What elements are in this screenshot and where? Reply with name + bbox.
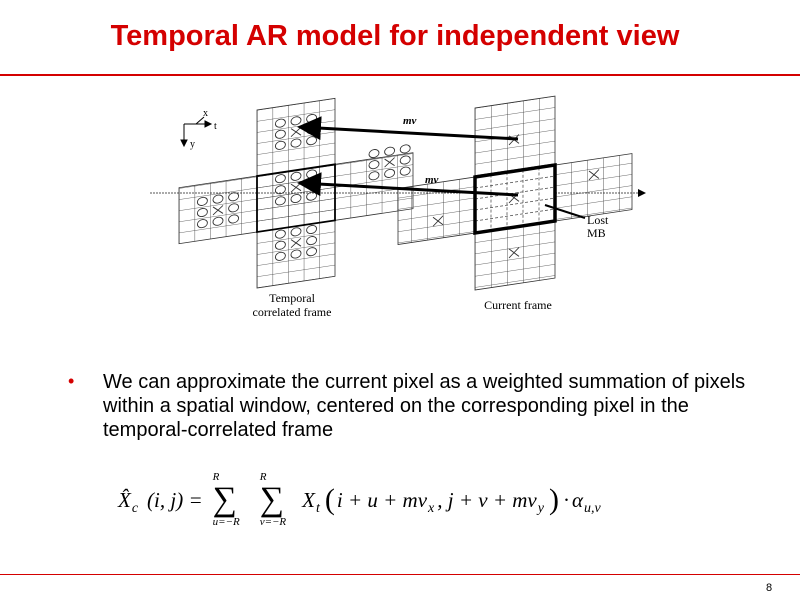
axis-x-label: x (203, 108, 208, 119)
formula-lhs: X̂ (118, 487, 131, 512)
center-pixel-x-mark (384, 157, 395, 168)
window-pixel-circle (290, 193, 302, 204)
sum2-sigma: ∑ (259, 481, 284, 518)
current-frame-label: Current frame (484, 298, 552, 312)
window-pixel-circle (306, 247, 318, 257)
center-pixel-x-mark (290, 237, 302, 248)
lost-mb-label-line2: MB (587, 226, 606, 240)
formula-weight-sub: u,v (584, 501, 601, 516)
bullet-marker: • (68, 371, 75, 391)
formula-args-1: i + u + mv (336, 487, 428, 512)
axis-t-label: t (214, 121, 217, 132)
window-pixel-circle (399, 144, 411, 154)
window-pixel-circle (212, 194, 224, 204)
window-pixel-circle (228, 192, 240, 202)
center-pixel-x-mark (212, 205, 224, 216)
lost-mb-box (473, 163, 557, 236)
sum2-lower: v=−R (259, 516, 287, 528)
window-pixel-circle (274, 185, 286, 195)
mv-arrow-top (297, 116, 519, 141)
current-frame (397, 95, 633, 291)
window-pixel-circle (212, 216, 224, 226)
formula-args-1-sub: x (428, 501, 435, 516)
mv-label-bottom: mv (425, 174, 439, 186)
window-pixel-circle (399, 166, 411, 176)
sum2-upper: R (259, 471, 267, 483)
window-pixel-circle (228, 214, 240, 224)
temporal-label-line2: correlated frame (253, 305, 332, 319)
window-pixel-circle (368, 160, 380, 170)
window-pixel-circle (274, 240, 286, 250)
mv-arrow-bottom (297, 172, 519, 197)
window-pixel-circle (384, 146, 396, 156)
formula-term-sub: t (315, 501, 320, 516)
window-pixel-circle (274, 196, 286, 206)
ar-model-formula: X̂ c (i, j) = R ∑ u=−R R ∑ v=−R X t ( i … (118, 472, 604, 528)
formula-args-2: , j + v + mv (437, 487, 537, 512)
lost-mb-label-line1: Lost (587, 213, 609, 227)
page-number: 8 (766, 582, 773, 594)
formula-lhs-args: (i, j) = (147, 487, 203, 512)
window-pixel-circle (368, 171, 380, 181)
window-pixel-circle (274, 118, 286, 128)
temporal-frame (178, 97, 414, 289)
formula-open-paren: ( (324, 483, 335, 516)
formula-close-paren: ) (548, 483, 559, 516)
window-pixel-circle (274, 251, 286, 261)
title-divider (0, 74, 800, 76)
window-pixel-circle (399, 155, 411, 165)
lost-mb-pointer (544, 204, 586, 219)
footer-divider (0, 574, 800, 575)
window-pixel-circle (274, 229, 286, 239)
window-pixel-circle (196, 207, 208, 218)
slide-title: Temporal AR model for independent view (110, 20, 680, 52)
formula-term: X (302, 487, 315, 512)
window-pixel-circle (196, 219, 208, 229)
window-pixel-circle (290, 227, 302, 237)
axes-icon (180, 116, 213, 148)
window-pixel-circle (306, 236, 318, 246)
temporal-ar-diagram: x t y mv mv Temporal correlated frame Cu… (150, 95, 646, 319)
window-pixel-circle (306, 224, 318, 235)
formula-dot: · (562, 487, 570, 512)
sum1: R ∑ u=−R (213, 472, 240, 528)
temporal-window-box (256, 163, 336, 234)
sum1-sigma: ∑ (212, 481, 237, 518)
window-pixel-circle (384, 168, 396, 178)
window-pixel-circle (290, 138, 302, 148)
window-pixel-circle (228, 203, 240, 213)
window-pixel-circle (274, 129, 286, 139)
formula-lhs-sub: c (131, 501, 139, 516)
window-pixel-circle (274, 140, 286, 150)
window-pixel-circle (290, 249, 302, 259)
window-pixel-circle (196, 196, 208, 206)
sum1-lower: u=−R (212, 516, 240, 528)
mv-label-top: mv (403, 115, 417, 127)
window-pixel-circle (368, 149, 380, 159)
bullet-text: We can approximate the current pixel as … (103, 371, 746, 441)
formula-weight: α (571, 487, 583, 512)
sum1-upper: R (212, 471, 220, 483)
window-pixel-circle (274, 174, 286, 184)
axis-y-label: y (190, 139, 195, 150)
formula-args-2-sub: y (537, 501, 544, 516)
sum2: R ∑ v=−R (260, 472, 286, 528)
temporal-label-line1: Temporal (269, 291, 315, 305)
